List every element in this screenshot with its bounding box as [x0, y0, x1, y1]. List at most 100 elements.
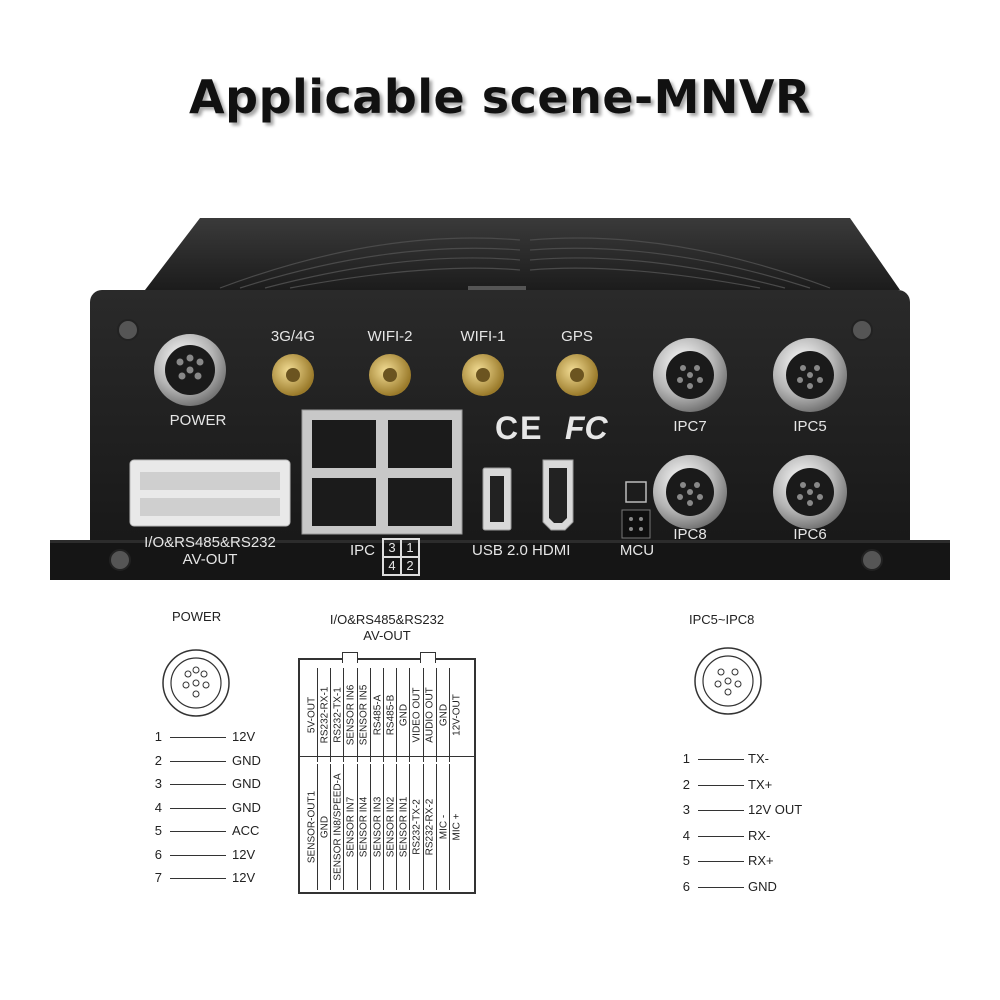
io-pin-cell: SENSOR IN5 — [359, 668, 371, 762]
ce-mark-icon: CE — [495, 410, 544, 446]
io-pin-label: SENSOR IN7 — [345, 796, 357, 858]
pin-line — [170, 737, 226, 738]
pin-line — [170, 831, 226, 832]
io-pin-label: MIC - — [438, 814, 449, 840]
pin-number: 1 — [682, 751, 690, 766]
pin-line — [698, 759, 744, 760]
power-pin-row: 4 GND — [150, 800, 270, 818]
pin-signal: 12V — [232, 729, 256, 744]
io-pin-label: SENSOR IN8/SPEED-A — [332, 773, 344, 881]
io-pin-cell: RS232-RX-1 — [319, 668, 332, 762]
io-connector-table — [298, 652, 476, 894]
pin-signal: GND — [232, 799, 261, 815]
io-pin-cell: SENSOR IN8/SPEED-A — [332, 764, 345, 890]
io-port-label-2: AV-OUT — [182, 551, 238, 568]
io-pin-cell: RS232-TX-2 — [412, 764, 424, 890]
io-pin-cell: AUDIO OUT — [425, 668, 437, 762]
pin-line — [698, 810, 744, 811]
pin-number: 2 — [154, 752, 162, 768]
io-pin-label: GND — [319, 815, 331, 839]
pin-signal: GND — [748, 878, 777, 894]
io-pin-label: MIC + — [451, 813, 463, 841]
pin-line — [170, 878, 226, 879]
io-pin-cell: SENSOR IN4 — [359, 764, 371, 890]
ipc-pin-row: 4 RX- — [678, 828, 818, 846]
pin-signal: 12V OUT — [748, 802, 803, 817]
wifi2-antenna-label: WIFI-2 — [367, 328, 413, 345]
pin-number: 5 — [154, 823, 162, 838]
fc-mark-icon: FC — [565, 410, 608, 446]
io-pin-label: GND — [398, 703, 410, 727]
io-pin-label: 5V-OUT — [306, 696, 317, 734]
io-pin-cell: SENSOR-OUT1 — [306, 764, 318, 890]
io-pin-label: AUDIO OUT — [424, 687, 436, 743]
io-pin-label: SENSOR IN2 — [385, 796, 397, 858]
io-pin-label: RS232-TX-2 — [411, 799, 423, 855]
wifi1-antenna-label: WIFI-1 — [460, 328, 506, 345]
power-diagram-title: POWER — [172, 609, 222, 624]
io-pin-cell: SENSOR IN6 — [346, 668, 358, 762]
io-pin-label: SENSOR IN6 — [345, 684, 357, 746]
pin-signal: RX- — [748, 827, 771, 843]
ipc-pin-row: 6 GND — [678, 879, 818, 897]
pin-signal: 12V — [232, 870, 256, 885]
pin-number: 3 — [154, 776, 162, 791]
pin-number: 6 — [154, 846, 162, 862]
power-pin-row: 2 GND — [150, 753, 270, 771]
io-pin-cell: GND — [319, 764, 332, 890]
io-pin-cell: VIDEO OUT — [412, 668, 424, 762]
io-pin-label: RS232-RX-2 — [424, 798, 436, 856]
pin-number: 2 — [682, 776, 690, 792]
io-port-label-1: I/O&RS485&RS232 — [144, 534, 276, 551]
pin-number: 5 — [682, 853, 690, 868]
3g4g-antenna-label: 3G/4G — [270, 328, 316, 345]
usb-hdmi-label: USB 2.0 HDMI — [472, 542, 571, 559]
io-pin-cell: MIC + — [451, 764, 462, 890]
io-pin-cell: SENSOR IN7 — [346, 764, 358, 890]
io-pin-cell: GND — [438, 668, 450, 762]
ipc-number-1: 1 — [401, 539, 419, 557]
io-diagram-title-2: AV-OUT — [363, 628, 411, 643]
pin-signal: ACC — [232, 823, 260, 838]
power-pin-row: 5 ACC — [150, 823, 270, 841]
io-pin-label: VIDEO OUT — [411, 687, 423, 743]
ipc-number-2: 2 — [401, 557, 419, 575]
io-pin-label: RS485-A — [372, 694, 383, 736]
pin-signal: 12V — [232, 846, 256, 862]
pin-number: 4 — [682, 827, 690, 843]
io-pin-label: SENSOR IN1 — [398, 796, 410, 858]
pin-number: 4 — [154, 799, 162, 815]
ipc6-port-label: IPC6 — [793, 526, 827, 543]
device-body — [50, 218, 950, 580]
pin-number: 6 — [682, 878, 690, 894]
power-pin-row: 6 12V — [150, 847, 270, 865]
io-pin-cell: RS232-RX-2 — [425, 764, 437, 890]
ipc-number-3: 3 — [383, 539, 401, 557]
io-pin-label: GND — [438, 703, 449, 727]
pin-signal: GND — [232, 752, 261, 768]
pin-line — [698, 784, 744, 786]
pin-line — [698, 886, 744, 888]
io-pin-cell: SENSOR IN2 — [385, 764, 398, 890]
mcu-label: MCU — [619, 542, 655, 559]
io-pin-cell: 12V-OUT — [451, 668, 462, 762]
pin-signal: GND — [232, 776, 261, 791]
ipc5-port-label: IPC5 — [793, 418, 827, 435]
io-pin-cell: RS485-A — [372, 668, 384, 762]
page-title: Applicable scene-MNVR — [189, 70, 811, 124]
power-port-label: POWER — [169, 412, 227, 429]
io-diagram-title-1: I/O&RS485&RS232 — [329, 612, 445, 627]
ipc-diagram-title: IPC5~IPC8 — [689, 612, 755, 627]
io-pin-cell: RS485-B — [385, 668, 398, 762]
power-connector-icon — [162, 649, 230, 717]
io-pin-cell: SENSOR IN3 — [372, 764, 384, 890]
power-pin-row: 3 GND — [150, 776, 270, 794]
io-pin-label: SENSOR IN3 — [372, 796, 383, 858]
io-pin-label: SENSOR-OUT1 — [306, 790, 317, 864]
io-pin-label: SENSOR IN5 — [358, 684, 370, 746]
ipc8-port-label: IPC8 — [673, 526, 707, 543]
io-pin-label: 12V-OUT — [451, 694, 463, 736]
